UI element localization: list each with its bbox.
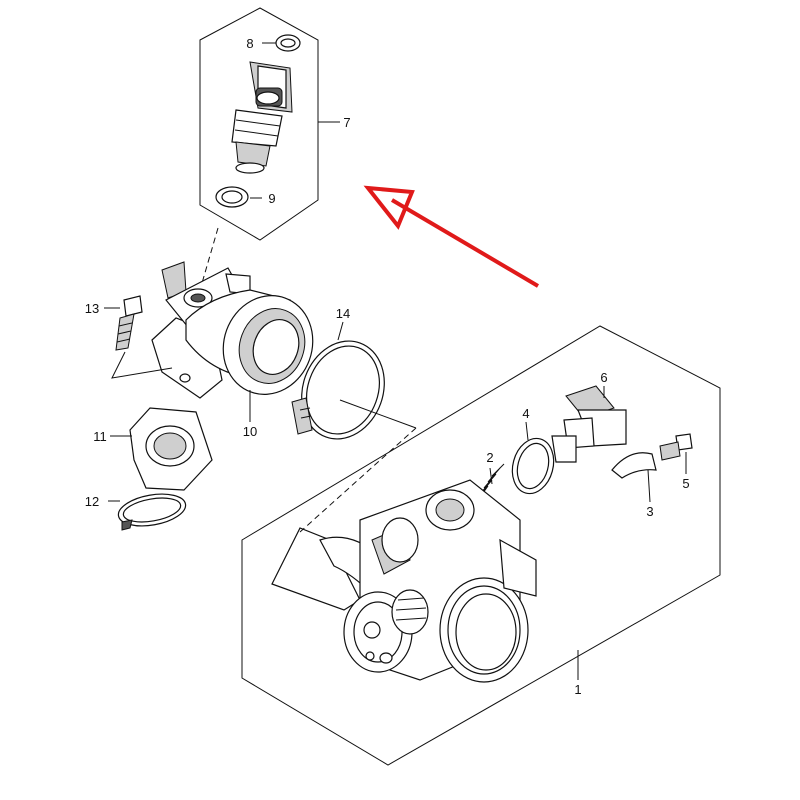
part-7-sensor xyxy=(231,61,293,174)
part-8-oring xyxy=(275,34,301,52)
part-12-oring xyxy=(117,493,187,531)
part-6-position-sensor xyxy=(551,385,627,463)
assembly-line-sensor xyxy=(199,227,219,291)
callout-6: 6 xyxy=(600,370,607,385)
callout-2: 2 xyxy=(486,450,493,465)
part-11-insulator xyxy=(129,407,213,491)
throttle-group-outline xyxy=(241,325,721,766)
callout-1: 1 xyxy=(574,682,581,697)
part-9-seal xyxy=(215,186,249,208)
callout-10: 10 xyxy=(243,424,257,439)
assembly-line-manifold xyxy=(299,427,417,533)
red-arrow xyxy=(363,185,540,288)
callout-4: 4 xyxy=(522,406,529,421)
leader-lines xyxy=(249,42,687,680)
part-13-bolt xyxy=(115,295,143,351)
callout-8: 8 xyxy=(246,36,253,51)
leader-13 xyxy=(111,351,173,379)
callout-12: 12 xyxy=(85,494,99,509)
callout-11: 11 xyxy=(93,429,107,444)
callout-3: 3 xyxy=(646,504,653,519)
callout-7: 7 xyxy=(343,115,350,130)
part-1-throttle-body xyxy=(271,479,537,683)
part-3-clip xyxy=(611,452,657,479)
callout-9: 9 xyxy=(268,191,275,206)
callout-5: 5 xyxy=(682,476,689,491)
part-10-manifold xyxy=(151,261,314,399)
part-4-oring xyxy=(511,437,555,495)
callout-14: 14 xyxy=(336,306,350,321)
callout-13: 13 xyxy=(85,301,99,316)
part-14-clamp xyxy=(291,340,385,440)
part-5-screw xyxy=(659,433,693,461)
sensor-group-outline xyxy=(199,7,319,241)
